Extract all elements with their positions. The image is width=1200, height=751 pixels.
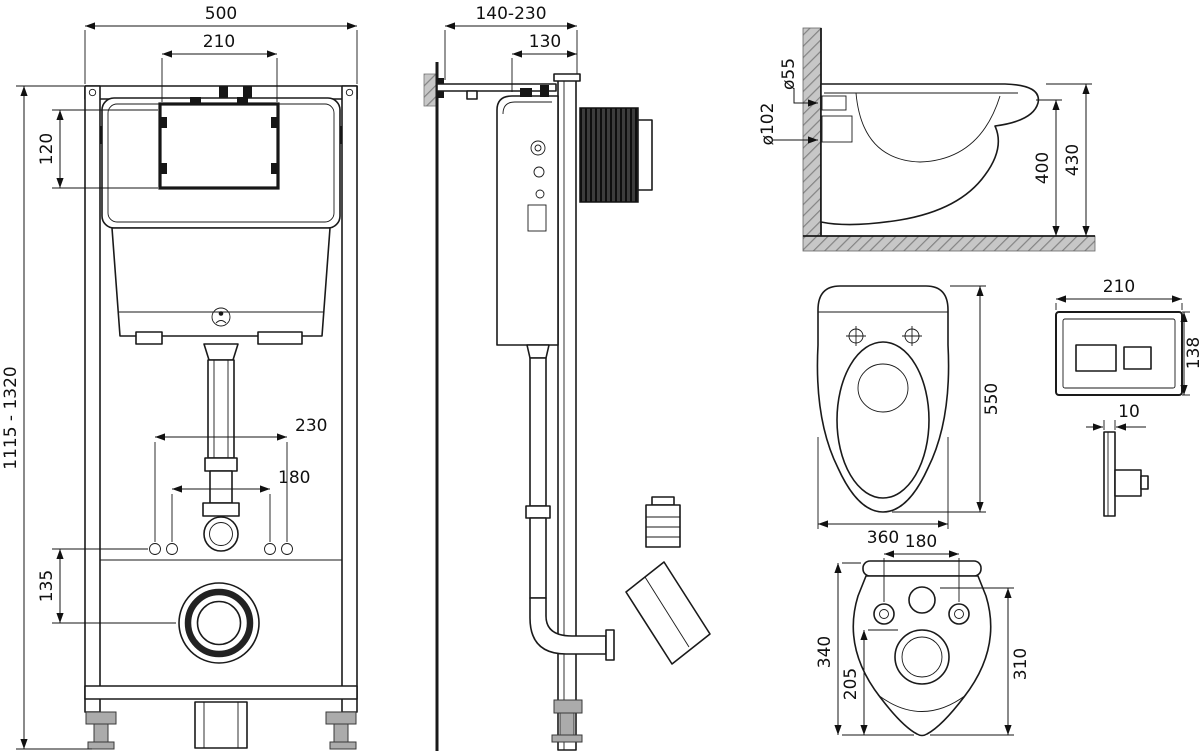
dim-bowl-height: 430	[1046, 83, 1092, 236]
flush-pipe-side	[525, 344, 615, 661]
dim-service-height: 120	[37, 109, 158, 189]
flush-pipe-front	[202, 343, 240, 552]
dim-bowl-width-label: 360	[867, 528, 899, 548]
dim-bowl-length: 550	[892, 285, 1002, 513]
dim-flush-pipe-dia-label: ø55	[779, 58, 799, 90]
mounting-holes	[873, 586, 970, 685]
dim-offset-180: 180	[171, 468, 310, 542]
frame-foot-side	[551, 699, 583, 743]
dim-plate-height-label: 138	[1184, 337, 1200, 369]
dim-plate-width: 210	[1055, 277, 1183, 310]
floor-hatch	[802, 235, 1096, 252]
frame-front-view: 500 210 1115 - 1320 120 230	[1, 4, 358, 750]
bowl-side-view: ø55 ø102 400 430	[758, 27, 1096, 252]
dim-frame-depth: 130	[511, 32, 577, 92]
flush-button-icon	[211, 307, 231, 327]
bowl-top-view: 550 360	[816, 285, 1002, 548]
dim-back-height-205: 205	[841, 629, 898, 735]
dim-outlet-dia: ø102	[758, 103, 818, 146]
bottom-outlet-box	[194, 701, 248, 749]
dim-service-width-label: 210	[203, 32, 235, 52]
flush-plate-view: 210 138 10	[1055, 277, 1200, 517]
dim-plate-height: 138	[1180, 311, 1200, 396]
dim-offset-230-label: 230	[295, 416, 327, 436]
frame-side-view: 140-230 130	[423, 4, 711, 751]
service-opening	[158, 97, 280, 190]
dim-bowl-width: 360	[817, 437, 949, 548]
dim-drain-height: 135	[37, 548, 176, 624]
flush-plate-front	[1055, 311, 1183, 396]
dim-outlet-dia-label: ø102	[758, 103, 778, 146]
flush-button-small	[1123, 346, 1152, 370]
drain-connector-parts	[625, 496, 711, 665]
cistern-side	[496, 85, 559, 346]
dim-height-range: 1115 - 1320	[1, 85, 92, 750]
dim-frame-width: 500	[84, 4, 358, 84]
dim-offset-230: 230	[154, 416, 327, 542]
dim-fixing-spacing-label: 180	[905, 532, 937, 552]
dim-fixing-spacing: 180	[883, 532, 960, 602]
wall-outlet-bellows	[579, 107, 653, 203]
dim-offset-180-label: 180	[278, 468, 310, 488]
dim-bowl-length-label: 550	[982, 383, 1002, 415]
dim-height-range-label: 1115 - 1320	[1, 366, 21, 469]
flush-plate-side	[1103, 431, 1149, 517]
dim-plate-thickness-label: 10	[1118, 402, 1140, 422]
dim-depth-range: 140-230	[444, 4, 578, 80]
wall-hatch	[802, 27, 822, 237]
drain-socket	[178, 582, 260, 664]
dim-plate-thickness: 10	[1086, 402, 1146, 431]
outlet-hole	[894, 629, 950, 685]
flush-button-large	[1075, 344, 1117, 372]
dim-bowl-height-label: 430	[1063, 144, 1083, 176]
dim-plate-width-label: 210	[1103, 277, 1135, 297]
dim-back-height-205-label: 205	[841, 668, 861, 700]
dim-back-height-total-label: 340	[815, 636, 835, 668]
dim-depth-range-label: 140-230	[475, 4, 546, 24]
dim-outlet-height-label: 400	[1033, 152, 1053, 184]
dim-back-height-total: 340	[815, 562, 914, 736]
dim-outlet-height: 400	[1033, 99, 1062, 236]
wall-bracket-rod	[436, 78, 557, 100]
dim-flush-pipe-dia: ø55	[779, 58, 818, 107]
seat-hinge-markers	[846, 326, 922, 346]
bowl-back-view: 180 340 205 310	[815, 532, 1031, 737]
dim-service-height-label: 120	[37, 133, 57, 165]
dim-drain-height-label: 135	[37, 570, 57, 602]
fixing-holes	[149, 543, 293, 555]
dim-frame-width-label: 500	[205, 4, 237, 24]
bowl-top-outline	[816, 285, 950, 513]
dim-back-height-310: 310	[930, 587, 1031, 736]
dim-frame-depth-label: 130	[529, 32, 561, 52]
dim-back-height-310-label: 310	[1011, 648, 1031, 680]
dim-service-width: 210	[161, 32, 278, 102]
frame-body	[84, 85, 358, 713]
bowl-profile	[820, 83, 1040, 226]
wall-anchor-hatch	[423, 73, 438, 107]
cistern-front	[101, 97, 341, 345]
frame-feet	[85, 711, 357, 750]
